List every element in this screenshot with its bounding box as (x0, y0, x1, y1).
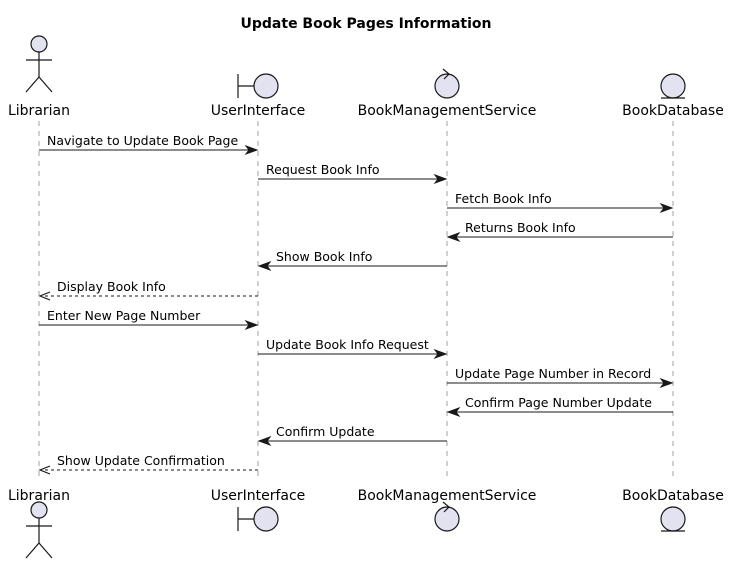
message-arrowhead (38, 465, 51, 475)
message-7: Enter New Page Number (39, 308, 259, 331)
message-label: Confirm Update (276, 424, 375, 439)
bottom-service-control-icon (434, 501, 460, 532)
message-arrowhead (433, 173, 448, 185)
message-5: Show Book Info (257, 249, 447, 272)
message-label: Fetch Book Info (455, 191, 552, 206)
message-label: Returns Book Info (465, 220, 576, 235)
top-ui-boundary-icon (237, 73, 279, 99)
participant-label-bottom-ui: UserInterface (211, 488, 306, 504)
message-label: Show Book Info (276, 249, 372, 264)
participant-label-top-service: BookManagementService (358, 103, 537, 119)
message-3: Fetch Book Info (447, 191, 674, 214)
message-2: Request Book Info (258, 162, 448, 185)
message-arrowhead (659, 377, 674, 389)
participant-heads: LibrarianLibrarianUserInterfaceUserInter… (8, 35, 724, 559)
message-9: Update Page Number in Record (447, 366, 674, 389)
message-label: Update Page Number in Record (455, 366, 651, 381)
message-1: Navigate to Update Book Page (39, 133, 259, 156)
participant-label-bottom-service: BookManagementService (358, 488, 537, 504)
participant-label-top-ui: UserInterface (211, 103, 306, 119)
message-arrowhead (446, 406, 461, 418)
bottom-ui-boundary-icon (237, 506, 279, 532)
participant-label-bottom-librarian: Librarian (8, 488, 70, 504)
message-arrowhead (257, 435, 272, 447)
message-6: Display Book Info (38, 279, 258, 301)
message-arrowhead (433, 348, 448, 360)
message-label: Display Book Info (57, 279, 166, 294)
message-8: Update Book Info Request (258, 337, 448, 360)
participant-label-top-db: BookDatabase (622, 103, 724, 119)
message-arrowhead (446, 231, 461, 243)
lifelines (38, 121, 674, 481)
participant-label-top-librarian: Librarian (8, 103, 70, 119)
message-label: Enter New Page Number (47, 308, 201, 323)
bottom-librarian-actor-icon (25, 501, 53, 559)
top-service-control-icon (434, 68, 460, 99)
message-11: Confirm Update (257, 424, 447, 447)
message-arrowhead (38, 291, 51, 301)
bottom-db-entity-icon (660, 506, 686, 532)
message-arrowhead (244, 319, 259, 331)
message-arrowhead (244, 144, 259, 156)
message-label: Show Update Confirmation (57, 453, 225, 468)
message-4: Returns Book Info (446, 220, 673, 243)
top-librarian-actor-icon (25, 35, 53, 93)
message-10: Confirm Page Number Update (446, 395, 673, 418)
message-label: Update Book Info Request (266, 337, 429, 352)
participant-label-bottom-db: BookDatabase (622, 488, 724, 504)
message-label: Navigate to Update Book Page (47, 133, 238, 148)
message-12: Show Update Confirmation (38, 453, 258, 475)
top-db-entity-icon (660, 73, 686, 99)
message-label: Confirm Page Number Update (465, 395, 652, 410)
message-arrowhead (659, 202, 674, 214)
message-arrowhead (257, 260, 272, 272)
message-label: Request Book Info (266, 162, 380, 177)
diagram-title: Update Book Pages Information (241, 16, 492, 32)
